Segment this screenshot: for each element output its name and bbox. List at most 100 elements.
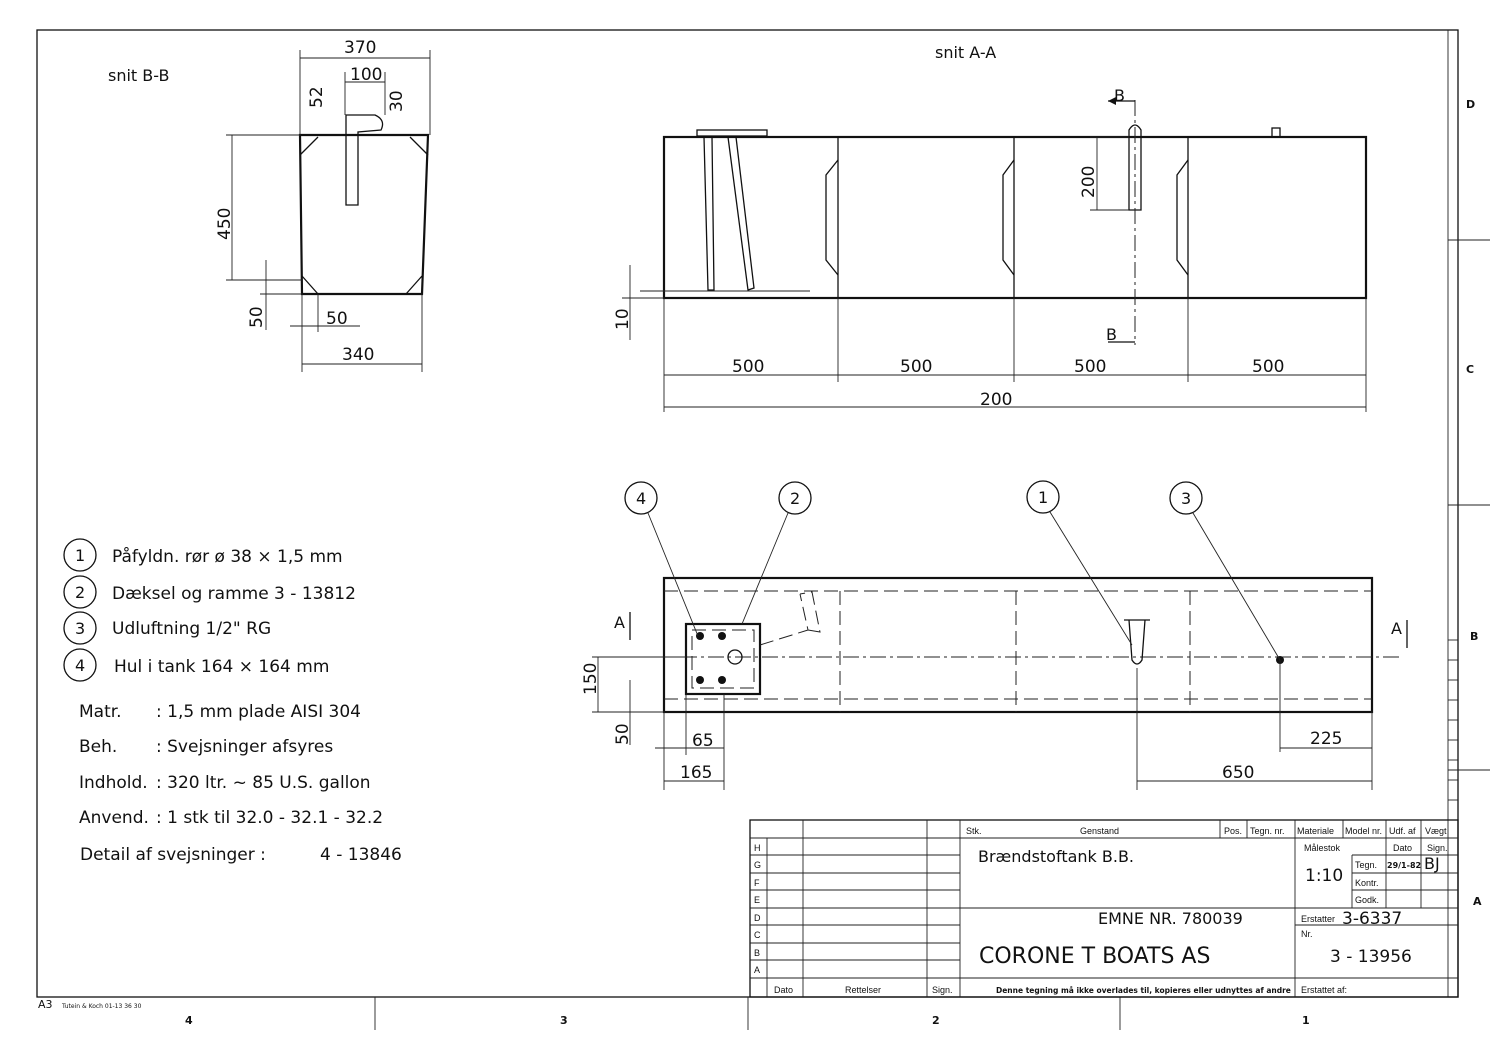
zone-label-4: 4 — [185, 1014, 193, 1027]
note-value: : Svejsninger afsyres — [156, 737, 333, 757]
fill-pipe-side — [1128, 124, 1142, 211]
dim-225: 225 — [1310, 729, 1342, 749]
rev-row-h: H — [754, 843, 761, 853]
part-item: 1 Påfyldn. rør ø 38 × 1,5 mm — [63, 538, 343, 572]
dim-50-vertical: 50 — [247, 306, 267, 328]
dim-500-2: 500 — [900, 357, 932, 377]
erstatter-label: Erstatter — [1301, 914, 1335, 924]
rev-row-g: G — [754, 860, 761, 870]
emne-nr: EMNE NR. 780039 — [1098, 909, 1243, 928]
section-aa-title: snit A-A — [935, 43, 996, 62]
note-label: Beh. — [79, 737, 117, 757]
note-label: Indhold. — [79, 773, 148, 793]
parts-0-text: Påfyldn. rør ø 38 × 1,5 mm — [112, 546, 343, 567]
rev-header-dato: Dato — [774, 985, 793, 995]
title-block: Stk. Genstand Pos. Tegn. nr. Materiale M… — [749, 819, 1459, 998]
zone-label-3: 3 — [560, 1014, 568, 1027]
tegn-sign: BJ — [1424, 854, 1440, 873]
baffles — [825, 159, 1189, 276]
rev-row-d: D — [754, 913, 761, 923]
note-label: Detail af svejsninger : — [80, 845, 266, 865]
zone-label-a: A — [1473, 895, 1482, 908]
section-aa: snit A-A B B 200 10 500 500 500 500 200 — [613, 43, 1368, 412]
part-item: 3 Udluftning 1/2" RG — [63, 611, 271, 645]
dim-10: 10 — [613, 308, 633, 330]
dim-65: 65 — [692, 731, 714, 751]
dato-label: Dato — [1393, 843, 1412, 853]
plan-callouts-3: 3 — [1181, 489, 1191, 508]
dim-650: 650 — [1222, 763, 1254, 783]
tank-cross-section — [298, 133, 430, 296]
callout-4: 4 — [624, 481, 699, 637]
note-value: : 1 stk til 32.0 - 32.1 - 32.2 — [156, 808, 383, 828]
rev-header-rettelser: Rettelser — [845, 985, 881, 995]
section-bb-title: snit B-B — [108, 66, 169, 85]
cut-b-bottom: B — [1106, 325, 1117, 344]
note-label: Matr. — [79, 702, 122, 722]
dim-total: 200 — [980, 390, 1012, 410]
parts-list: 1 Påfyldn. rør ø 38 × 1,5 mm 2 Dæksel og r… — [63, 538, 356, 682]
header-model-nr: Model nr. — [1345, 826, 1382, 836]
rev-row-c: C — [754, 930, 761, 940]
plan-view: 4 2 1 3 A A 150 50 65 165 225 650 — [581, 480, 1408, 790]
scale-value: 1:10 — [1305, 866, 1343, 886]
header-stk: Stk. — [966, 826, 982, 836]
dim-30: 30 — [387, 90, 407, 112]
rev-row-b: B — [754, 948, 760, 958]
company-name: CORONE T BOATS AS — [979, 944, 1210, 969]
parts-1-num: 2 — [75, 583, 85, 602]
item-name: Brændstoftank B.B. — [978, 847, 1134, 866]
note-value: 4 - 13846 — [320, 845, 402, 865]
dim-pipe-200: 200 — [1079, 166, 1099, 198]
callout-2: 2 — [741, 481, 812, 625]
parts-3-text: Hul i tank 164 × 164 mm — [114, 657, 329, 677]
dim-52: 52 — [307, 86, 327, 108]
dim-450: 450 — [215, 208, 235, 240]
zone-label-b: B — [1470, 630, 1478, 643]
note-value: : 1,5 mm plade AISI 304 — [156, 702, 361, 722]
tank-plan-outline — [662, 576, 1374, 714]
parts-2-num: 3 — [75, 619, 85, 638]
dim-50-horizontal: 50 — [326, 309, 348, 329]
vent-fitting — [1271, 127, 1281, 138]
tank-side-view — [662, 135, 1368, 300]
copyright-notice: Denne tegning må ikke overlades til, kop… — [996, 986, 1291, 995]
zone-label-c: C — [1466, 363, 1474, 376]
parts-0-num: 1 — [75, 546, 85, 565]
zone-label-d: D — [1466, 98, 1475, 111]
callout-3: 3 — [1169, 481, 1281, 661]
sheet-format: A3 — [38, 998, 53, 1011]
part-item: 4 Hul i tank 164 × 164 mm — [63, 648, 329, 682]
printer-label: Tutein & Koch 01-13 36 30 — [61, 1003, 142, 1010]
kontr-label: Kontr. — [1355, 878, 1379, 888]
notes: Matr. : 1,5 mm plade AISI 304 Beh. : Svejs… — [79, 702, 402, 865]
erstatter-value: 3-6337 — [1342, 909, 1402, 929]
erstattet-af-label: Erstattet af: — [1301, 985, 1347, 995]
cut-a-right: A — [1391, 619, 1402, 638]
parts-1-text: Dæksel og ramme 3 - 13812 — [112, 584, 356, 604]
godk-label: Godk. — [1355, 895, 1379, 905]
rev-row-f: F — [754, 878, 760, 888]
fill-pipe-plan — [1124, 619, 1150, 665]
parts-3-num: 4 — [75, 656, 85, 675]
zone-label-1: 1 — [1302, 1014, 1310, 1027]
note-label: Anvend. — [79, 808, 149, 828]
cover-frame — [696, 129, 768, 137]
dim-165: 165 — [680, 763, 712, 783]
tegn-label: Tegn. — [1355, 860, 1377, 870]
header-tegn-nr: Tegn. nr. — [1250, 826, 1285, 836]
fill-pipe — [345, 114, 384, 206]
cut-b-top: B — [1114, 86, 1125, 105]
parts-2-text: Udluftning 1/2" RG — [112, 619, 271, 639]
dim-100: 100 — [350, 65, 382, 85]
header-pos: Pos. — [1224, 826, 1242, 836]
plan-callouts-2: 1 — [1038, 488, 1048, 507]
header-materiale: Materiale — [1297, 826, 1334, 836]
dim-370: 370 — [344, 38, 376, 58]
note-value: : 320 ltr. ~ 85 U.S. gallon — [156, 773, 371, 793]
dim-500-1: 500 — [732, 357, 764, 377]
header-genstand: Genstand — [1080, 826, 1119, 836]
callout-1: 1 — [1026, 480, 1133, 646]
malestok-label: Målestok — [1304, 843, 1341, 853]
